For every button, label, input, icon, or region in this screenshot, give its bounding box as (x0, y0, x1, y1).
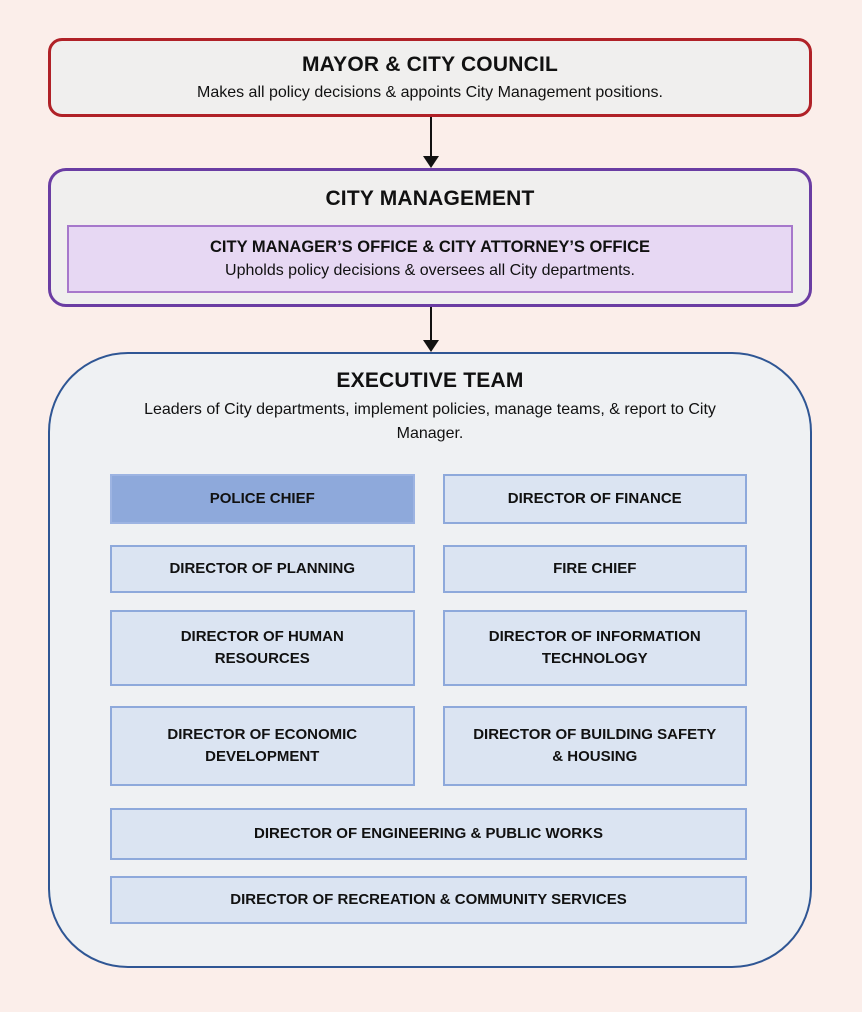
arrow-head-icon (423, 156, 439, 168)
dept-director-of-planning: DIRECTOR OF PLANNING (110, 545, 415, 593)
dept-director-of-finance: DIRECTOR OF FINANCE (442, 474, 747, 524)
dept-fire-chief: FIRE CHIEF (442, 545, 747, 593)
dept-police-chief: POLICE CHIEF (110, 474, 415, 524)
dept-director-of-information-technology: DIRECTOR OF INFORMATION TECHNOLOGY (442, 610, 747, 686)
city-management-box: CITY MANAGEMENT CITY MANAGER’S OFFICE & … (48, 168, 812, 307)
mayor-city-council-box: MAYOR & CITY COUNCIL Makes all policy de… (48, 38, 812, 117)
mayor-city-council-subtitle: Makes all policy decisions & appoints Ci… (196, 83, 663, 101)
mayor-city-council-title: MAYOR & CITY COUNCIL (301, 52, 559, 76)
office-subtitle: Upholds policy decisions & oversees all … (225, 262, 635, 279)
connector-arrow-down (0, 117, 862, 168)
dept-director-of-economic-development: DIRECTOR OF ECONOMIC DEVELOPMENT (110, 706, 415, 786)
dept-director-of-recreation-community-services: DIRECTOR OF RECREATION & COMMUNITY SERVI… (110, 876, 747, 924)
arrow-shaft (430, 117, 432, 156)
department-grid: POLICE CHIEF DIRECTOR OF FINANCE DIRECTO… (110, 474, 747, 924)
dept-director-of-engineering-public-works: DIRECTOR OF ENGINEERING & PUBLIC WORKS (110, 808, 747, 860)
city-manager-attorney-office-box: CITY MANAGER’S OFFICE & CITY ATTORNEY’S … (67, 225, 793, 293)
arrow-shaft (430, 307, 432, 340)
dept-director-of-human-resources: DIRECTOR OF HUMAN RESOURCES (110, 610, 415, 686)
executive-team-title: EXECUTIVE TEAM (336, 369, 524, 392)
dept-director-of-building-safety-housing: DIRECTOR OF BUILDING SAFETY & HOUSING (442, 706, 747, 786)
city-management-title: CITY MANAGEMENT (325, 187, 535, 210)
connector-arrow-down (0, 307, 862, 352)
executive-team-box: EXECUTIVE TEAM Leaders of City departmen… (48, 352, 812, 968)
arrow-head-icon (423, 340, 439, 352)
office-title: CITY MANAGER’S OFFICE & CITY ATTORNEY’S … (209, 238, 651, 256)
executive-team-subtitle: Leaders of City departments, implement p… (144, 401, 716, 442)
